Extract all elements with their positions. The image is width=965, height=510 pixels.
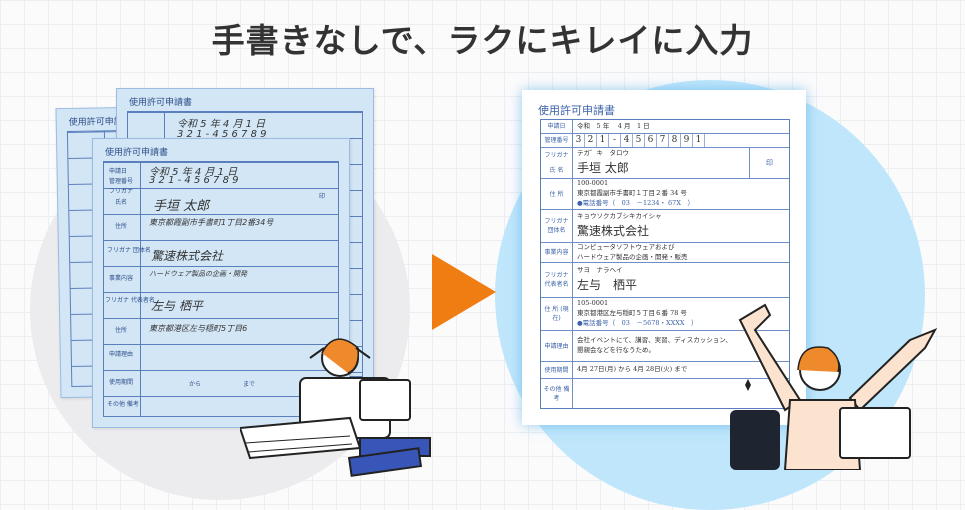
row-period: 使用期間 4月 27日(月) から 4月 28日(火) まで bbox=[541, 361, 789, 378]
form-title: 使用許可申請書 bbox=[129, 98, 193, 108]
row-name: フリガナ氏 名 テガ゛キ タロウ 手垣 太郎 印 bbox=[541, 147, 789, 178]
form-title: 使用許可申請書 bbox=[105, 148, 169, 158]
handwritten-form-front: 使用許可申請書 申請日 管理番号 フリガナ 氏名 住所 フリガナ 団体名 事業内… bbox=[92, 138, 350, 428]
row-business: 事業内容 コンピュータソフトウェアおよびハードウェア製品の企画・開発・販売 bbox=[541, 242, 789, 262]
seal-box: 印 bbox=[749, 148, 789, 178]
row-remarks: その他 備考 bbox=[541, 378, 789, 408]
form-title: 使用許可申請書 bbox=[538, 104, 615, 117]
row-representative: フリガナ 代表者名 サヨ ナラヘイ左与 栖平 bbox=[541, 262, 789, 297]
arrow-right-icon bbox=[432, 254, 496, 330]
headline: 手書きなしで、ラクにキレイに入力 bbox=[211, 21, 754, 60]
row-application-date: 申請日 令和 5 年 4 月 1 日 bbox=[541, 120, 789, 133]
row-organization: フリガナ 団体名 キョウソクカブシキカイシャ驚速株式会社 bbox=[541, 209, 789, 242]
stressed-person-illustration bbox=[240, 338, 431, 477]
row-reason: 申請理由 会社イベントにて、講習、実習、ディスカッション、懇親会などを行なうため… bbox=[541, 330, 789, 361]
happy-person-illustration bbox=[730, 303, 938, 470]
